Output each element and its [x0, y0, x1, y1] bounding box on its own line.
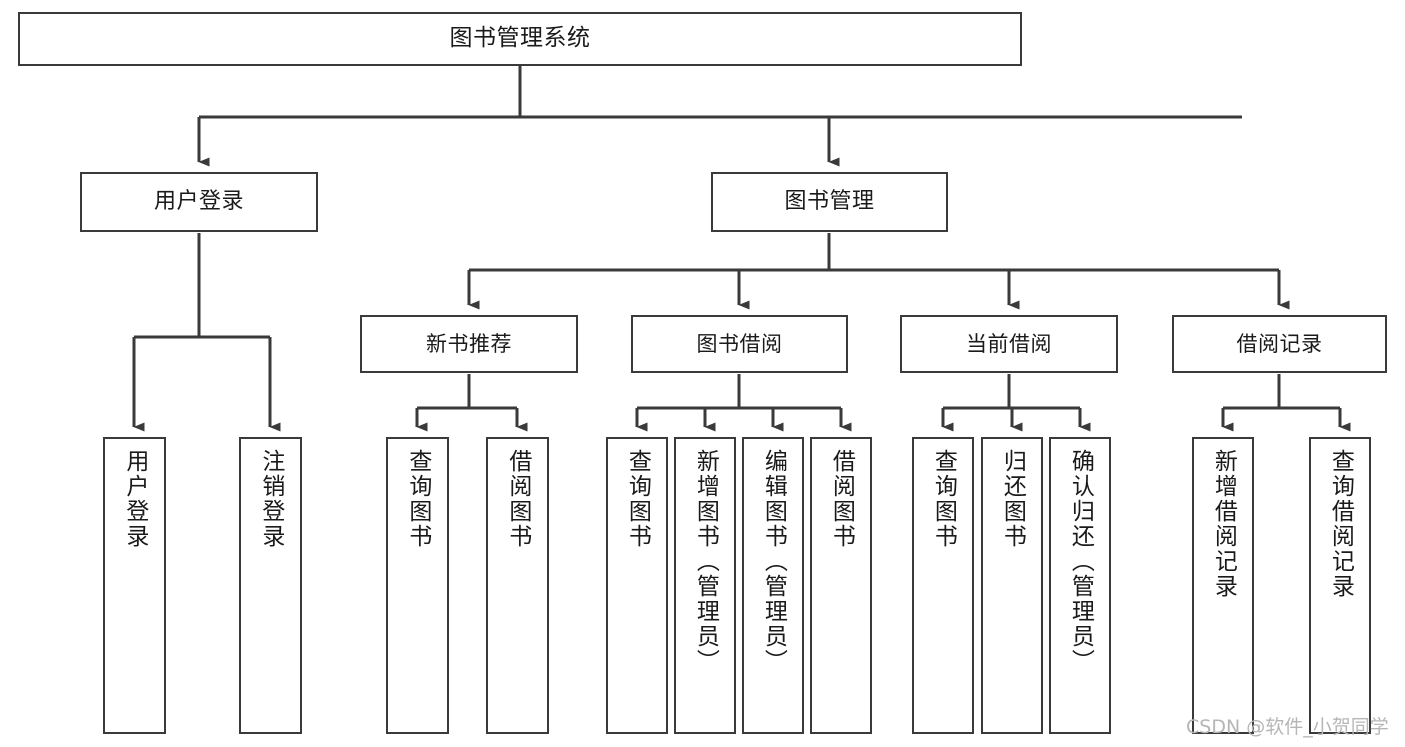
node-label: 图书管理系统 — [449, 25, 591, 52]
leaf-query-books-newbook[interactable]: 查询图书 — [386, 437, 449, 734]
node-label: 借阅记录 — [1236, 331, 1323, 356]
leaf-query-books-current[interactable]: 查询图书 — [912, 437, 974, 734]
node-label: 图书借阅 — [696, 331, 783, 356]
node-book-borrowing[interactable]: 图书借阅 — [631, 315, 848, 373]
leaf-add-borrow-record[interactable]: 新增借阅记录 — [1192, 437, 1254, 734]
node-new-book-recommendation[interactable]: 新书推荐 — [360, 315, 578, 373]
csdn-watermark: CSDN @软件_小贺同学 — [1186, 716, 1389, 738]
node-label: 注销登录 — [257, 449, 284, 549]
leaf-edit-book-admin[interactable]: 编辑图书（管理员） — [742, 437, 804, 734]
node-borrow-records[interactable]: 借阅记录 — [1172, 315, 1387, 373]
node-label: 新增图书（管理员） — [692, 449, 719, 674]
node-label: 用户登录 — [153, 189, 244, 215]
node-label: 借阅图书 — [504, 449, 531, 549]
node-label: 图书管理 — [784, 189, 875, 215]
node-label: 归还图书 — [999, 449, 1026, 549]
leaf-logout[interactable]: 注销登录 — [239, 437, 302, 734]
node-label: 查询借阅记录 — [1327, 449, 1354, 599]
leaf-borrow-books-borrowing[interactable]: 借阅图书 — [810, 437, 872, 734]
leaf-user-login[interactable]: 用户登录 — [103, 437, 166, 734]
node-label: 当前借阅 — [966, 331, 1052, 356]
node-label: 用户登录 — [121, 449, 148, 549]
node-label: 查询图书 — [404, 449, 431, 549]
leaf-query-books-borrowing[interactable]: 查询图书 — [606, 437, 668, 734]
node-label: 新增借阅记录 — [1210, 449, 1237, 599]
leaf-add-book-admin[interactable]: 新增图书（管理员） — [674, 437, 736, 734]
node-label: 确认归还（管理员） — [1067, 449, 1094, 674]
leaf-borrow-books-newbook[interactable]: 借阅图书 — [486, 437, 549, 734]
leaf-confirm-return-admin[interactable]: 确认归还（管理员） — [1049, 437, 1111, 734]
node-book-management[interactable]: 图书管理 — [711, 172, 948, 232]
node-label: 查询图书 — [930, 449, 957, 549]
node-current-borrowing[interactable]: 当前借阅 — [900, 315, 1118, 373]
node-label: 查询图书 — [624, 449, 651, 549]
node-user-login[interactable]: 用户登录 — [80, 172, 318, 232]
node-label: 编辑图书（管理员） — [760, 449, 787, 674]
node-root-book-management-system[interactable]: 图书管理系统 — [18, 12, 1022, 66]
leaf-query-borrow-record[interactable]: 查询借阅记录 — [1309, 437, 1371, 734]
node-label: 借阅图书 — [828, 449, 855, 549]
node-label: 新书推荐 — [426, 331, 512, 356]
leaf-return-books[interactable]: 归还图书 — [981, 437, 1043, 734]
